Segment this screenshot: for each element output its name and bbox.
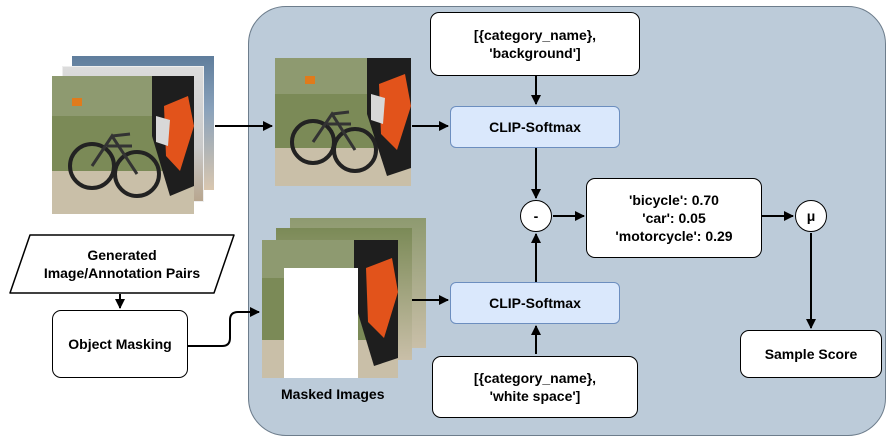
bicycle-photo [52, 76, 194, 214]
score-motorcycle: 'motorcycle': 0.29 [615, 228, 733, 244]
masked-image-front [262, 240, 398, 378]
clip-softmax-top: CLIP-Softmax [450, 106, 620, 148]
top-prompt-line2: 'background'] [489, 45, 581, 61]
score-bicycle: 'bicycle': 0.70 [629, 192, 719, 208]
difference-operator: - [520, 200, 552, 232]
clip-bottom-label: CLIP-Softmax [489, 295, 581, 311]
center-image [275, 58, 411, 186]
generated-pairs-line2: Image/Annotation Pairs [43, 265, 201, 281]
bottom-prompt-box: [{category_name}, 'white space'] [432, 356, 638, 418]
generated-image [52, 76, 194, 214]
score-car: 'car': 0.05 [642, 210, 706, 226]
bottom-prompt-line1: [{category_name}, [473, 370, 597, 386]
masked-images-caption: Masked Images [281, 386, 385, 402]
mean-operator: μ [795, 200, 827, 232]
object-masking-box: Object Masking [52, 310, 188, 378]
sample-score-box: Sample Score [740, 330, 882, 378]
clip-softmax-bottom: CLIP-Softmax [450, 282, 620, 324]
top-prompt-line1: [{category_name}, [473, 27, 597, 43]
top-prompt-box: [{category_name}, 'background'] [430, 12, 640, 76]
masked-photo [262, 240, 398, 378]
bicycle-photo-copy [275, 58, 411, 186]
object-masking-label: Object Masking [68, 336, 172, 352]
difference-symbol: - [533, 208, 539, 224]
class-scores-box: 'bicycle': 0.70 'car': 0.05 'motorcycle'… [586, 178, 762, 258]
generated-pairs-shape: Generated Image/Annotation Pairs [8, 234, 236, 294]
mean-symbol: μ [806, 208, 816, 224]
generated-pairs-label: Generated Image/Annotation Pairs [8, 234, 236, 294]
generated-pairs-line1: Generated [87, 247, 157, 263]
parallelogram-shape [9, 234, 235, 294]
sample-score-label: Sample Score [764, 346, 858, 362]
arrow-masking-to-masked [188, 307, 260, 347]
clip-top-label: CLIP-Softmax [489, 119, 581, 135]
bottom-prompt-line2: 'white space'] [489, 388, 581, 404]
